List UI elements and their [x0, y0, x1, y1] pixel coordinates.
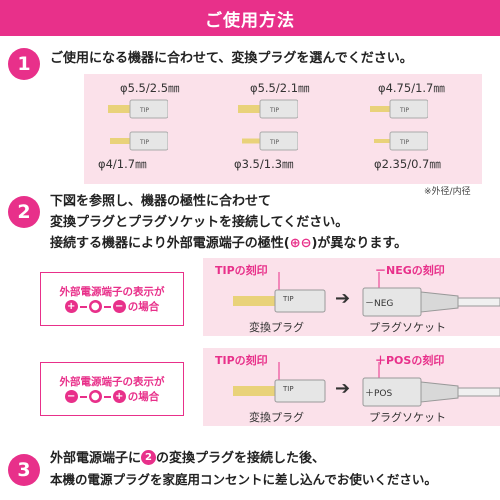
polarity-case-2-label: 外部電源端子の表示が: [59, 376, 165, 388]
center-pin-icon: ●: [88, 390, 102, 403]
tip-mark: TIP: [283, 295, 294, 303]
polarity-case-2-symbols: − ● + の場合: [64, 389, 159, 404]
step-1-number: 1: [8, 48, 40, 80]
pos-engraving-label: ＋POSの刻印: [375, 354, 445, 367]
plug-socket-caption: プラグソケット: [369, 411, 446, 424]
plug-image: TIP: [110, 131, 168, 151]
plus-icon: +: [112, 390, 126, 403]
tip-engraving-label: TIPの刻印: [215, 354, 268, 367]
minus-icon: −: [64, 390, 78, 403]
plug-image: TIP: [374, 131, 428, 151]
neg-mark: －NEG: [365, 299, 394, 309]
polarity-case-1-diagram: TIPの刻印 TIP ➔ －NEGの刻印 －NEG 変換プラグ プラグソケット: [203, 258, 500, 336]
step-1-instruction: ご使用になる機器に合わせて、変換プラグを選んでください。: [50, 51, 413, 66]
section-title: ご使用方法: [205, 10, 295, 31]
plug-label: φ3.5/1.3㎜: [234, 157, 294, 171]
svg-text:TIP: TIP: [399, 107, 409, 114]
adapter-plug-caption: 変換プラグ: [249, 321, 304, 334]
svg-text:TIP: TIP: [139, 107, 149, 114]
polarity-case-1-symbols: + ● − の場合: [64, 299, 159, 314]
polarity-case-2-box: 外部電源端子の表示が − ● + の場合: [40, 362, 184, 416]
polarity-case-1-box: 外部電源端子の表示が + ● − の場合: [40, 272, 184, 326]
plug-image: TIP: [370, 99, 428, 119]
tip-mark: TIP: [283, 385, 294, 393]
plug-label: φ2.35/0.7㎜: [374, 157, 441, 171]
svg-text:TIP: TIP: [269, 139, 279, 146]
step-2-line-3: 接続する機器により外部電源端子の極性(⊕⊖)が異なります。: [50, 236, 408, 251]
polarity-case-2-diagram: TIPの刻印 TIP ➔ ＋POSの刻印 ＋POS 変換プラグ プラグソケット: [203, 348, 500, 426]
plug-label: φ5.5/2.5㎜: [120, 81, 180, 95]
arrow-right-icon: ➔: [335, 378, 351, 399]
plug-label: φ5.5/2.1㎜: [250, 81, 310, 95]
step-3-number: 3: [8, 454, 40, 486]
step-2-ref-icon: 2: [141, 450, 157, 465]
svg-text:TIP: TIP: [399, 139, 409, 146]
diameter-note: ※外径/内径: [424, 187, 471, 197]
plug-socket-caption: プラグソケット: [369, 321, 446, 334]
svg-text:TIP: TIP: [269, 107, 279, 114]
step-2-line-1: 下図を参照し、機器の極性に合わせて: [50, 194, 272, 209]
step-3-line-2: 本機の電源プラグを家庭用コンセントに差し込んでお使いください。: [50, 472, 437, 487]
plug-image: TIP: [108, 99, 168, 119]
section-header: ご使用方法: [0, 0, 500, 36]
plug-image: TIP: [238, 99, 298, 119]
step-2-number: 2: [8, 196, 40, 228]
plus-icon: +: [64, 300, 78, 313]
pos-mark: ＋POS: [365, 389, 393, 399]
plug-selection-panel: φ5.5/2.5㎜ φ5.5/2.1㎜ φ4.75/1.7㎜ TIP TIP T…: [84, 74, 482, 184]
arrow-right-icon: ➔: [335, 288, 351, 309]
center-pin-icon: ●: [88, 300, 102, 313]
neg-engraving-label: －NEGの刻印: [375, 264, 445, 277]
plug-label: φ4.75/1.7㎜: [378, 81, 445, 95]
tip-engraving-label: TIPの刻印: [215, 264, 268, 277]
plug-label: φ4/1.7㎜: [98, 157, 147, 171]
step-2-line-2: 変換プラグとプラグソケットを接続してください。: [50, 215, 349, 230]
polarity-case-1-label: 外部電源端子の表示が: [59, 286, 165, 298]
svg-text:TIP: TIP: [139, 139, 149, 146]
plug-image: TIP: [242, 131, 298, 151]
minus-icon: −: [112, 300, 126, 313]
adapter-plug-caption: 変換プラグ: [249, 411, 304, 424]
